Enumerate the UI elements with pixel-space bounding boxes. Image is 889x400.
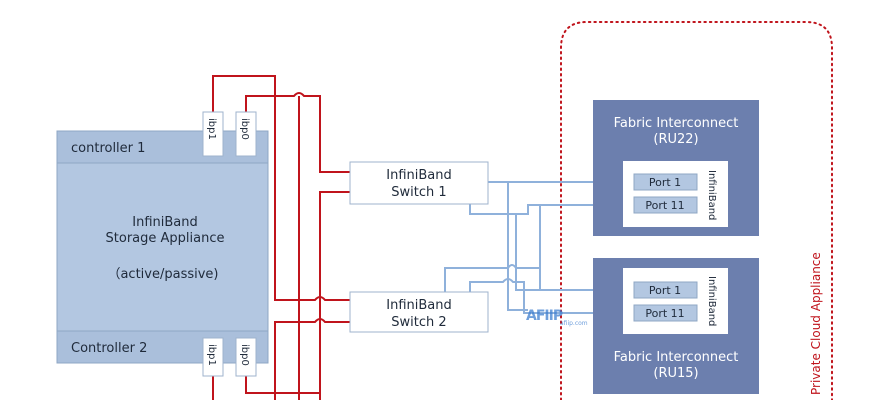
- fabric-ru15-panel: [623, 268, 728, 334]
- private-cloud-region: [560, 21, 833, 400]
- switch-2: [349, 291, 489, 333]
- red-cables: [212, 75, 350, 400]
- fabric-ru22-title-line1: Fabric Interconnect: [614, 116, 739, 131]
- blue-cables: [444, 181, 634, 314]
- watermark-logo: AFIIP afiip.com: [526, 308, 588, 327]
- port-ibp0-bottom-label: ibp0: [239, 344, 250, 366]
- cable-ibp0-bottom: [245, 374, 320, 394]
- port-ibp0-top-label: ibp0: [239, 118, 250, 140]
- fabric-ru15-port11: [633, 304, 698, 322]
- watermark-text: AFIIP: [526, 308, 563, 324]
- cable-sw1-ru22-port1-b: [507, 182, 528, 311]
- fabric-ru22-port11: [633, 196, 698, 214]
- fabric-ru22-vertical-label: InfiniBand: [706, 170, 717, 220]
- fabric-ru15-title-line1: Fabric Interconnect: [614, 350, 739, 365]
- port-ibp1-top: [202, 111, 224, 157]
- controller1-label: controller 1: [71, 141, 145, 156]
- fabric-ru15-vertical-label: InfiniBand: [706, 276, 717, 326]
- fabric-ru22-title-line2: (RU22): [653, 132, 698, 147]
- cable-sw1-ru22-port11: [516, 204, 634, 215]
- fabric-ru22-port1-label: Port 1: [649, 176, 681, 189]
- fabric-ru22-panel: [623, 161, 728, 227]
- switch-2-line2: Switch 2: [391, 315, 446, 330]
- controller1-header: [56, 130, 269, 164]
- fabric-ru15-port1-label: Port 1: [649, 284, 681, 297]
- storage-title-line2: Storage Appliance: [106, 231, 225, 246]
- cable-ibp0-top: [245, 92, 350, 173]
- port-ibp1-bottom-label: ibp1: [206, 344, 217, 366]
- cable-sw2-ru15-port11: [469, 278, 634, 314]
- switch-2-line1: InfiniBand: [386, 298, 452, 313]
- fabric-ru15-port11-label: Port 11: [645, 307, 684, 320]
- port-ibp1-bottom: [202, 337, 224, 377]
- port-ibp0-bottom: [235, 337, 257, 377]
- fabric-ru22-port1: [633, 173, 698, 191]
- fabric-ru22-port11-label: Port 11: [645, 199, 684, 212]
- storage-title-line1: InfiniBand: [132, 215, 198, 230]
- storage-mode: （active/passive): [107, 267, 218, 282]
- port-ibp0-top: [235, 111, 257, 157]
- switch-1: [349, 161, 489, 205]
- cable-sw2-ru15-port1: [444, 264, 541, 292]
- cable-switch1-down: [319, 191, 350, 400]
- controller2-label: Controller 2: [71, 341, 147, 356]
- fabric-ru15-port1: [633, 281, 698, 299]
- watermark-subtext: afiip.com: [560, 320, 588, 327]
- cable-ibp1-top: [212, 75, 350, 301]
- storage-appliance: [56, 130, 269, 364]
- cable-switch2-lower: [274, 318, 350, 400]
- private-cloud-label: Private Cloud Appliance: [809, 252, 823, 395]
- controller2-footer: [56, 330, 269, 364]
- switch-1-line1: InfiniBand: [386, 168, 452, 183]
- switch-1-line2: Switch 1: [391, 185, 446, 200]
- port-ibp1-top-label: ibp1: [206, 118, 217, 140]
- fabric-ru15-title-line2: (RU15): [653, 366, 698, 381]
